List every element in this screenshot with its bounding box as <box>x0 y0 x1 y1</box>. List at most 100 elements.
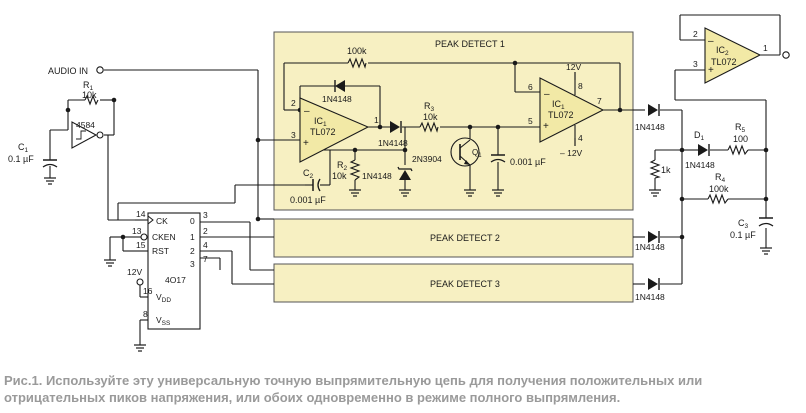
ic1b-vpos: 12V <box>566 62 581 72</box>
pin-15: 15 <box>136 240 146 250</box>
peak-detect-2-label: PEAK DETECT 2 <box>430 233 500 243</box>
ic2-name: IC2 <box>716 45 729 57</box>
audio-in-terminal <box>96 66 104 74</box>
c1-capacitor <box>42 155 58 185</box>
ic1b-minus: – <box>544 89 550 100</box>
ic1a-minus: – <box>304 106 310 117</box>
q1-name: Q1 <box>472 148 482 159</box>
r2-resistor <box>349 159 361 181</box>
q1-transistor <box>450 137 480 167</box>
r4-value: 100k <box>709 184 729 194</box>
counter-q3: 3 <box>190 259 195 269</box>
counter-rst: RST <box>152 246 169 256</box>
ic1b-pin8: 8 <box>578 81 583 91</box>
ic2-plus: + <box>708 65 714 76</box>
c3-capacitor <box>758 217 774 227</box>
figure-caption: Рис.1. Используйте эту универсальную точ… <box>4 373 703 405</box>
c1-name: C1 <box>18 142 29 154</box>
r4-resistor <box>707 193 729 205</box>
gate-part: 4584 <box>76 120 95 130</box>
ic2-pin1: 1 <box>763 43 768 53</box>
d1-name: D1 <box>694 130 705 142</box>
ic1a-opamp <box>299 97 370 163</box>
ic1b-pin6: 6 <box>528 82 533 92</box>
ic1b-pin7: 7 <box>597 96 602 106</box>
r4-name: R4 <box>715 172 726 184</box>
r-feedback <box>347 57 367 69</box>
wires <box>49 14 781 345</box>
diode-out-2 <box>648 231 660 243</box>
hold-capacitor-value: 0.001 µF <box>510 157 546 167</box>
counter-4017 <box>147 212 201 330</box>
diode-mid-label: 1N4148 <box>378 138 408 148</box>
diode-mid <box>390 121 402 133</box>
pin-7: 7 <box>203 254 208 264</box>
pin-14: 14 <box>136 209 146 219</box>
r2-name: R2 <box>337 160 348 172</box>
d1-part: 1N4148 <box>685 160 715 170</box>
ic1b-vneg: – 12V <box>560 148 583 158</box>
diode-out-3-label: 1N4148 <box>635 292 665 302</box>
pin-3: 3 <box>203 210 208 220</box>
diode-out-1 <box>648 104 660 116</box>
c2-name: C2 <box>303 168 314 180</box>
pin-4: 4 <box>203 240 208 250</box>
counter-ck: CK <box>156 216 168 226</box>
output-terminal <box>782 51 790 59</box>
diode-out-1-label: 1N4148 <box>635 122 665 132</box>
diode-out-3 <box>648 278 660 290</box>
ic2-part: TL072 <box>711 57 737 67</box>
r5-value: 100 <box>733 134 748 144</box>
r5-name: R5 <box>735 122 746 134</box>
hold-capacitor <box>490 154 506 163</box>
c3-value: 0.1 µF <box>730 230 756 240</box>
ic1b-part: TL072 <box>548 110 574 120</box>
zener-diode <box>397 166 413 180</box>
r1-name: R1 <box>83 80 94 92</box>
ic1b-plus: + <box>543 121 549 132</box>
ic1b-pin5: 5 <box>528 116 533 126</box>
counter-vss: VSS <box>156 315 171 327</box>
counter-q1: 1 <box>190 232 195 242</box>
peak-detect-1-label: PEAK DETECT 1 <box>435 39 505 49</box>
counter-supply: 12V <box>127 267 142 277</box>
c1-value: 0.1 µF <box>8 154 34 164</box>
ic1a-pin2: 2 <box>291 98 296 108</box>
audio-in-label: AUDIO IN <box>48 66 88 76</box>
diode-out-2-label: 1N4148 <box>635 242 665 252</box>
ic2-pin3: 3 <box>693 59 698 69</box>
counter-part: 4O17 <box>165 275 186 285</box>
q1-part: 2N3904 <box>412 154 442 164</box>
r-feedback-value: 100k <box>347 46 367 56</box>
ic1b-opamp <box>539 77 605 143</box>
pin-13: 13 <box>132 226 142 236</box>
ic1a-part: TL072 <box>310 127 336 137</box>
ic1b-name: IC1 <box>552 99 565 111</box>
c2-capacitor <box>305 178 321 192</box>
peak-detect-3-label: PEAK DETECT 3 <box>430 279 500 289</box>
pin-8: 8 <box>143 309 148 319</box>
zener-label: 1N4148 <box>362 171 392 181</box>
ic2-pin2: 2 <box>693 29 698 39</box>
ic2-minus: – <box>708 36 714 47</box>
supply-terminal <box>136 278 144 286</box>
junctions <box>65 60 769 240</box>
counter-vdd: VDD <box>156 292 171 304</box>
schmitt-gate <box>71 121 98 149</box>
ic1a-name: IC1 <box>314 116 327 128</box>
ic1b-pin4: 4 <box>578 133 583 143</box>
r-1k <box>649 159 661 179</box>
r3-name: R3 <box>424 101 435 113</box>
ic2-opamp <box>704 27 762 84</box>
counter-q2: 2 <box>190 246 195 256</box>
ic1a-pin3: 3 <box>291 130 296 140</box>
r5-resistor <box>727 144 749 156</box>
ic1a-plus: + <box>303 138 309 149</box>
r1-value: 10k <box>82 90 97 100</box>
r2-value: 10k <box>332 171 347 181</box>
c2-value: 0.001 µF <box>290 195 326 205</box>
counter-cken: CKEN <box>152 232 176 242</box>
c3-name: C3 <box>738 218 749 230</box>
counter-q0: 0 <box>190 216 195 226</box>
